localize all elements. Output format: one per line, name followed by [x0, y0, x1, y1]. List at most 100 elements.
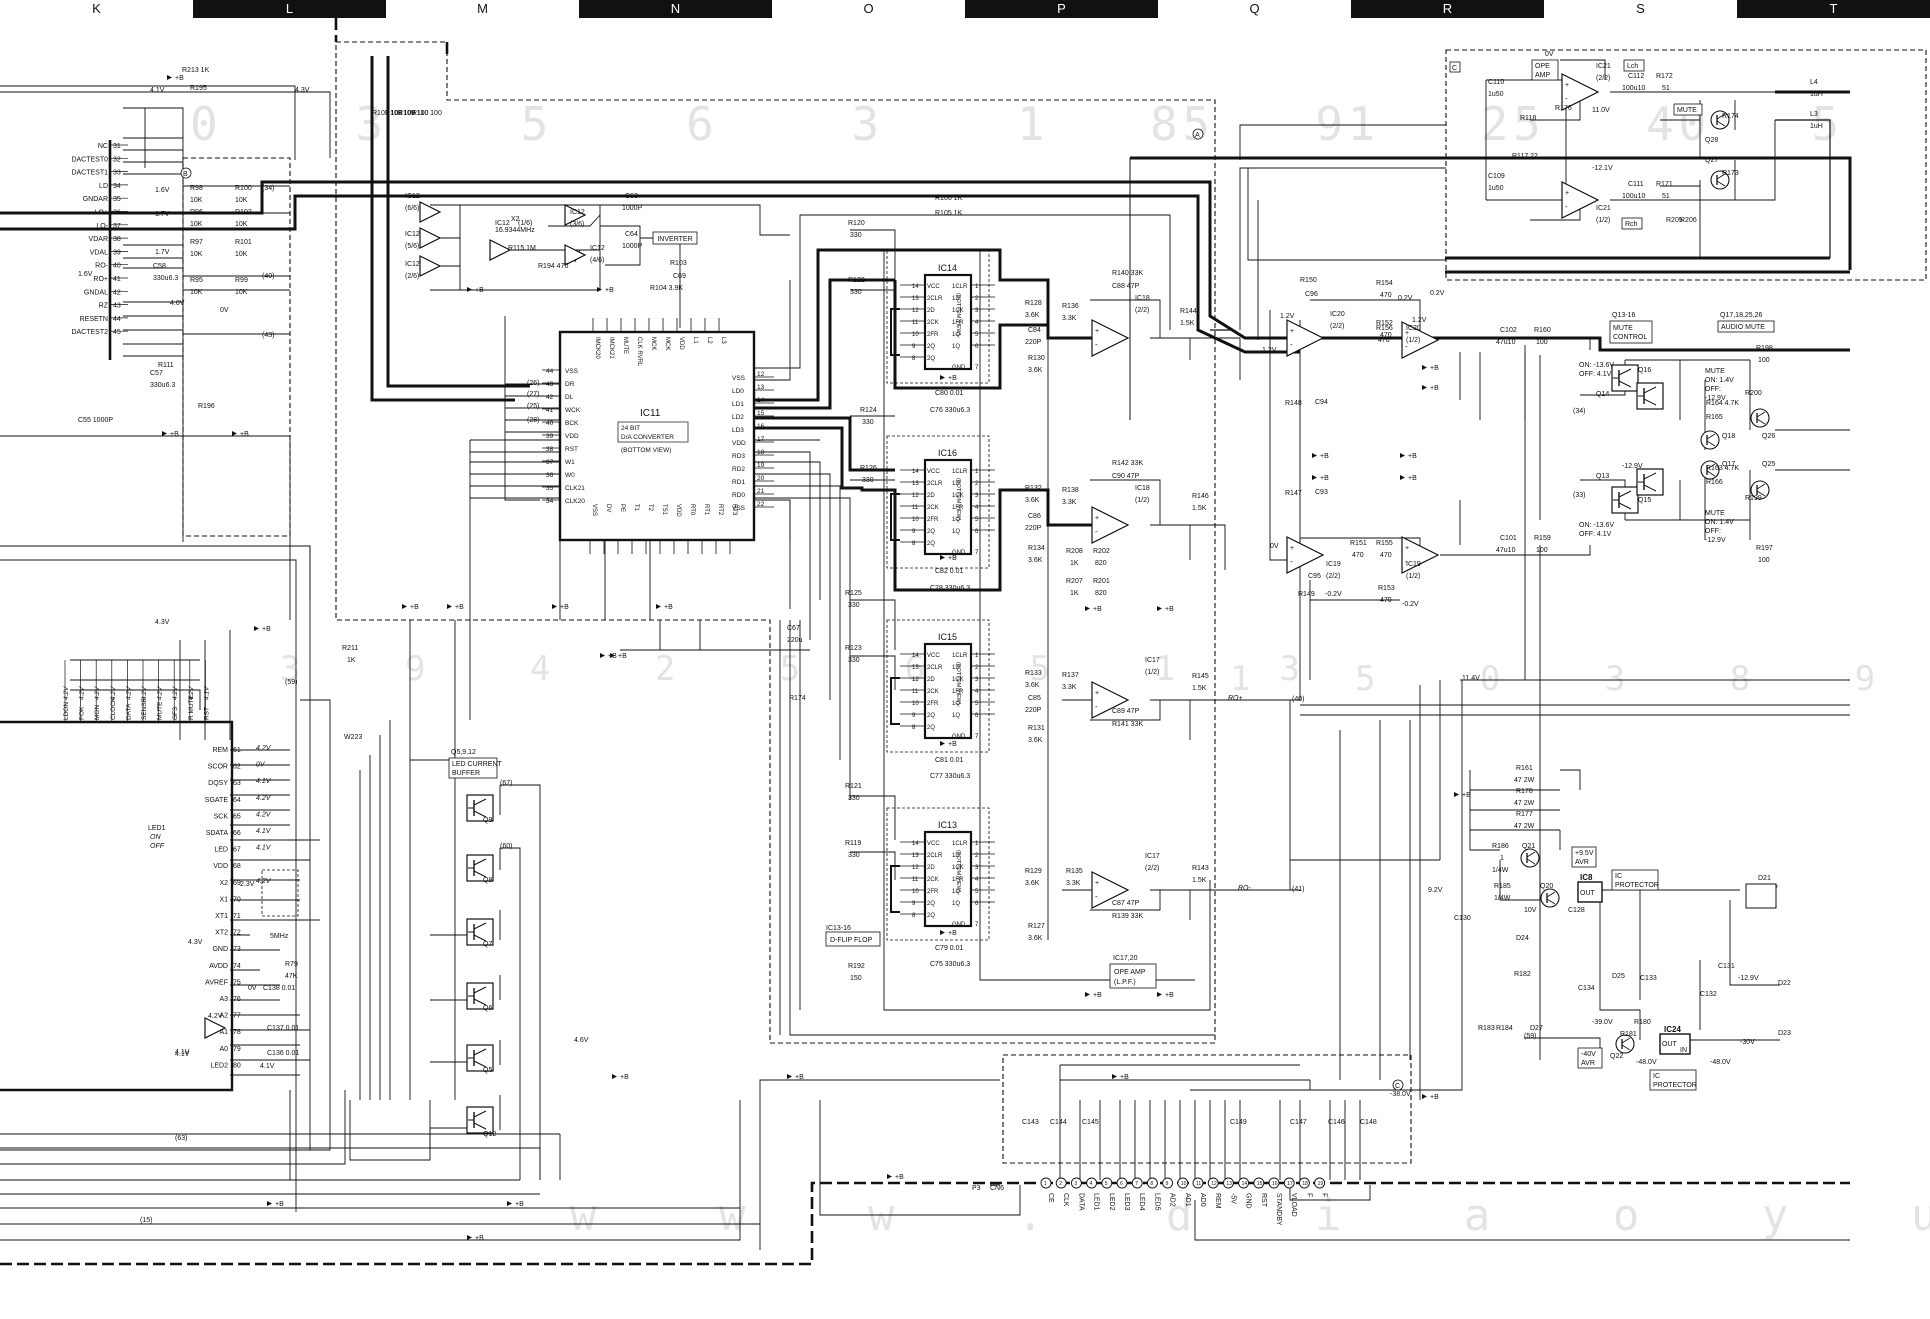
component-ref: (59): [285, 679, 297, 686]
component-ref: R143: [1192, 865, 1209, 872]
cn6-pin: [1314, 1177, 1326, 1189]
component-ref: (2/2): [1596, 75, 1610, 82]
ic11-pin-num: 35: [546, 485, 554, 492]
left-pin-name: RO-: [95, 263, 109, 270]
op-amp-minus: -: [1095, 527, 1098, 536]
ic15-bottom-view: (BOTTOM VIEW): [955, 662, 961, 705]
ic11-pin-num: 36: [546, 472, 554, 479]
ff-pin-num: 3: [975, 493, 979, 499]
component-ref: C93: [1315, 489, 1328, 496]
block-labels: INVERTER X2 16.9344MHz IC13-16 D-FLIP FL…: [148, 59, 1777, 1192]
component-ref: C147: [1290, 1119, 1307, 1126]
ff-pin-num: 9: [912, 901, 916, 907]
left-pin-name: DACTEST0: [71, 156, 108, 163]
component-ref: 150: [850, 975, 862, 982]
micro-pin-name: A0: [219, 1046, 228, 1053]
component-ref: 330: [862, 419, 874, 426]
micro-pin-num: 66: [233, 830, 241, 837]
micro-pin-num: 73: [233, 946, 241, 953]
label-mute-ctrl-1: Q13-16: [1612, 312, 1635, 319]
component-ref: C78 330u6.3: [930, 585, 970, 592]
micro-pin-num: 64: [233, 797, 241, 804]
component-ref: 3.3K: [1062, 315, 1077, 322]
ic11-pin-right: RD1: [732, 479, 745, 486]
component-ref: IC12: [405, 193, 420, 200]
component-ref: C81 0.01: [935, 757, 964, 764]
component-ref: -30V: [1740, 1039, 1755, 1046]
micro-pin-name: LED2: [210, 1062, 228, 1069]
ic11-pin-top: MCK: [664, 337, 670, 350]
ic11-pin-bottom: VDD: [675, 504, 681, 517]
op-amp-symbol: [419, 227, 442, 249]
op-amp-plus: +: [1095, 328, 1099, 335]
component-ref: -12.9V: [1622, 463, 1643, 470]
ff-pin-num: 14: [912, 653, 919, 659]
component-ref: 220P: [1025, 525, 1042, 532]
op-amp-minus: -: [1290, 340, 1293, 349]
cn6-pin: [1146, 1177, 1158, 1189]
component-ref: R101: [235, 239, 252, 246]
ic11-pin-bottom: DV: [605, 504, 611, 512]
component-ref: 10K: [190, 221, 203, 228]
plus-b-label: +B: [515, 1201, 524, 1208]
component-ref: (33): [1573, 492, 1585, 499]
component-ref: IC17: [1145, 657, 1160, 664]
ff-pin-left: 2FR: [927, 517, 939, 523]
component-ref: C110: [1488, 79, 1504, 86]
ff-pin-num: 3: [975, 308, 979, 314]
component-ref: 820: [1095, 590, 1107, 597]
component-ref: R160: [1534, 327, 1551, 334]
ff-pin-left: 2CK: [927, 320, 939, 326]
component-ref: Q18: [1722, 433, 1735, 440]
component-ref: (43): [262, 332, 274, 339]
micro-pin-name: A2: [219, 1013, 228, 1020]
component-ref: (40): [262, 273, 274, 280]
zone-s: S: [1544, 0, 1737, 18]
component-ref: C86: [1028, 513, 1041, 520]
label-ic24: IC24: [1664, 1025, 1681, 1034]
ff-pin-num: 14: [912, 284, 919, 290]
cn6-pin-num: 16: [1272, 1181, 1278, 1187]
component-ref: 330: [850, 289, 862, 296]
cn6-pin-name: F: [1305, 1193, 1312, 1197]
component-ref: 1u50: [1488, 185, 1504, 192]
ic11-pin-right: VSS: [732, 505, 746, 512]
ff-pin-num: 4: [975, 505, 979, 511]
micro-pin-name: XT2: [215, 930, 228, 937]
ff-pin-num: 2: [975, 481, 979, 487]
ic16-body: [923, 458, 973, 556]
ff-pin-num: 7: [975, 922, 979, 928]
micro-top-pin: MUTE: [157, 701, 164, 720]
component-ref: C145: [1082, 1119, 1099, 1126]
left-pin-num: 36: [113, 210, 121, 217]
component-ref: 1uH: [1810, 123, 1823, 130]
cn6-pin-num: 1: [1044, 1181, 1047, 1187]
cn6-pin-num: 10: [1181, 1181, 1187, 1187]
component-ref: (5/6): [405, 243, 419, 250]
component-ref: 3.6K: [1028, 935, 1043, 942]
component-ref: L3: [1810, 111, 1818, 118]
component-ref: C90 47P: [1112, 473, 1140, 480]
ff-pin-left: 2CLR: [927, 481, 943, 487]
cn6-pin: [1055, 1177, 1067, 1189]
ic11-pin-bottom: VSS: [591, 504, 597, 516]
micro-pin-volt: 4.1V: [256, 845, 272, 852]
component-ref: C84: [1028, 327, 1041, 334]
component-ref: Q6: [483, 1005, 492, 1012]
component-ref: 10K: [235, 221, 248, 228]
component-ref: R173: [1722, 170, 1739, 177]
cn6-pin-num: 8: [1150, 1181, 1153, 1187]
cn6-pin-name: F: [1321, 1193, 1328, 1197]
component-ref: C101: [1500, 535, 1517, 542]
cn6-pin: [1177, 1177, 1189, 1189]
component-ref: R134: [1028, 545, 1045, 552]
micro-top-pin: DATA: [125, 703, 132, 720]
ff-pin-left: VCC: [927, 284, 940, 290]
component-ref: C136 0.01: [267, 1050, 299, 1057]
label-icprot-2a: IC: [1653, 1073, 1660, 1080]
component-ref: Q15: [1638, 497, 1651, 504]
ic11-pin-right: RD2: [732, 466, 745, 473]
component-ref: 330: [862, 477, 874, 484]
ic11-pin-right: RD3: [732, 453, 745, 460]
component-ref: C146: [1328, 1119, 1345, 1126]
